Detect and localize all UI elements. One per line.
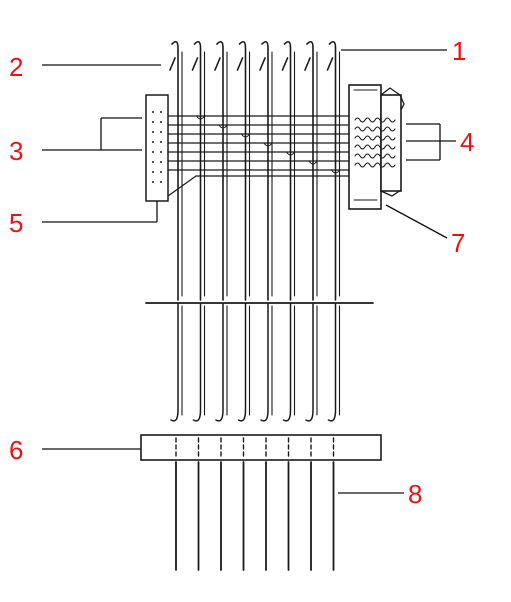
callout-label-5: 5 xyxy=(9,208,23,238)
board-hole-dot xyxy=(160,141,162,143)
spring-coil xyxy=(354,117,396,123)
callout-line-3 xyxy=(42,117,142,151)
board-hole-dot xyxy=(160,171,162,173)
callout-label-1: 1 xyxy=(452,36,466,66)
hook-lower xyxy=(170,303,179,422)
board-hole-dot xyxy=(152,121,154,123)
callout-line-5 xyxy=(42,201,158,223)
board-hole-dot xyxy=(160,151,162,153)
callout-label-2: 2 xyxy=(9,52,23,82)
board-hole-dot xyxy=(160,161,162,163)
needle-eye xyxy=(308,160,318,165)
cords-group xyxy=(175,461,335,571)
hook-wire xyxy=(169,40,179,301)
board-hole-dot xyxy=(152,171,154,173)
spring-coil xyxy=(354,144,396,150)
hook-lower xyxy=(282,303,292,422)
hooks-group xyxy=(169,40,341,422)
hook-wire xyxy=(214,40,224,301)
needle-diagonal xyxy=(167,175,197,197)
callout-label-6: 6 xyxy=(9,435,23,465)
spring-box xyxy=(348,84,405,210)
callout-label-7: 7 xyxy=(451,228,465,258)
springs-group xyxy=(354,117,396,168)
spring-coil xyxy=(354,126,396,132)
bottom-board-holes xyxy=(175,437,335,459)
callout-lines xyxy=(42,49,456,494)
needle-eye xyxy=(240,133,251,138)
hook-wire xyxy=(191,40,202,301)
spring-coil xyxy=(354,135,396,141)
board-hole-dot xyxy=(152,111,154,113)
board-hole-dot xyxy=(152,181,154,183)
hook-lower xyxy=(215,303,224,422)
board-hole-dot xyxy=(152,151,154,153)
board-hole-dot xyxy=(152,131,154,133)
hook-lower xyxy=(327,303,337,422)
hook-lower xyxy=(237,303,247,422)
hook-lower xyxy=(192,303,202,422)
hook-lower xyxy=(260,303,269,422)
callout-label-3: 3 xyxy=(9,136,23,166)
callout-line-4 xyxy=(406,123,456,161)
needle-eye xyxy=(218,124,228,129)
needle-eye xyxy=(330,169,341,174)
needles-group xyxy=(167,115,353,197)
hook-wire xyxy=(281,40,292,301)
hook-wire xyxy=(304,40,314,301)
callout-label-8: 8 xyxy=(408,479,422,509)
hook-wire xyxy=(236,40,247,301)
needle-eye xyxy=(263,142,273,147)
callout-line-7 xyxy=(385,204,448,239)
hook-lower xyxy=(305,303,314,422)
needle-board-holes xyxy=(152,111,162,183)
board-hole-dot xyxy=(160,131,162,133)
bottom-board xyxy=(140,434,382,461)
board-hole-dot xyxy=(160,121,162,123)
callout-label-4: 4 xyxy=(460,127,474,157)
spring-coil xyxy=(354,153,396,159)
needle-board xyxy=(145,94,169,202)
spring-coil xyxy=(354,162,396,168)
needle-eye xyxy=(195,115,206,120)
board-hole-dot xyxy=(160,111,162,113)
board-hole-dot xyxy=(160,181,162,183)
hook-wire xyxy=(326,40,337,301)
board-hole-dot xyxy=(152,161,154,163)
hook-wire xyxy=(259,40,269,301)
board-hole-dot xyxy=(152,141,154,143)
needle-eye xyxy=(285,151,296,156)
